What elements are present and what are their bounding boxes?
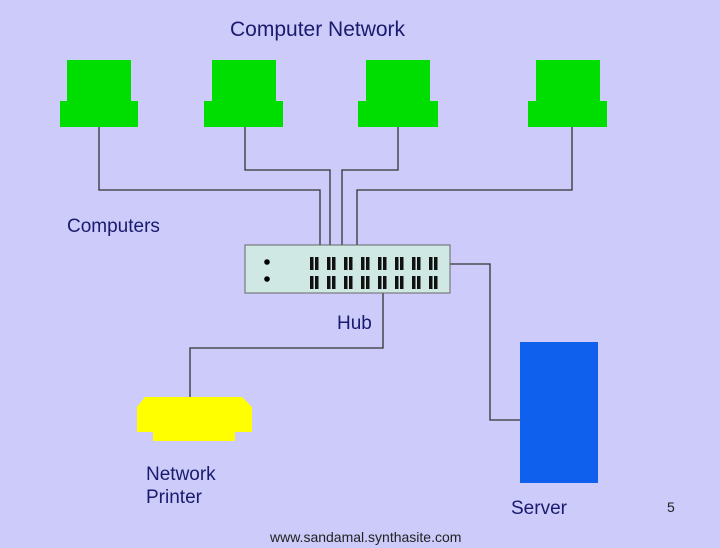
hub-port — [310, 276, 314, 289]
hub-port — [378, 257, 382, 270]
hub-ports — [310, 257, 438, 289]
hub-port — [349, 257, 353, 270]
computer-4 — [528, 60, 607, 127]
hub-port — [434, 257, 438, 270]
hub-port — [361, 276, 365, 289]
hub-port — [412, 257, 416, 270]
hub-port — [327, 276, 331, 289]
hub-port — [378, 276, 382, 289]
hub-led-2 — [264, 276, 270, 282]
hub-port — [395, 276, 399, 289]
printer-label: Network Printer — [146, 463, 216, 509]
hub — [244, 244, 451, 294]
hub-port — [383, 276, 387, 289]
diagram-title: Computer Network — [230, 18, 406, 41]
cable-computer-1 — [98, 127, 321, 260]
hub-port — [344, 276, 348, 289]
hub-port — [429, 276, 433, 289]
server — [520, 342, 598, 483]
cables — [98, 127, 573, 421]
hub-port — [417, 276, 421, 289]
hub-port — [327, 257, 331, 270]
cable-computer-2 — [244, 127, 331, 260]
computer-1 — [60, 60, 138, 127]
hub-port — [395, 257, 399, 270]
page-number: 5 — [667, 499, 675, 515]
hub-port — [366, 257, 370, 270]
hub-port — [349, 276, 353, 289]
cable-server — [450, 263, 520, 421]
hub-port — [400, 257, 404, 270]
hub-port — [383, 257, 387, 270]
printer-label-line-2: Printer — [146, 487, 202, 508]
hub-port — [366, 276, 370, 289]
hub-led-1 — [264, 259, 270, 265]
hub-port — [332, 276, 336, 289]
hub-port — [417, 257, 421, 270]
server-label: Server — [511, 498, 567, 519]
computers-label: Computers — [67, 216, 160, 237]
cable-printer — [189, 293, 384, 400]
network-printer — [137, 397, 252, 441]
hub-port — [412, 276, 416, 289]
computer-2 — [204, 60, 283, 127]
hub-port — [344, 257, 348, 270]
hub-port — [332, 257, 336, 270]
hub-label: Hub — [337, 313, 372, 334]
footer-url: www.sandamal.synthasite.com — [270, 529, 462, 545]
cable-computer-3 — [341, 127, 399, 260]
hub-port — [315, 257, 319, 270]
hub-port — [400, 276, 404, 289]
cable-computer-4 — [356, 127, 573, 260]
computer-3 — [358, 60, 438, 127]
hub-port — [361, 257, 365, 270]
hub-port — [315, 276, 319, 289]
printer-label-line-1: Network — [146, 464, 216, 485]
hub-port — [434, 276, 438, 289]
hub-port — [429, 257, 433, 270]
hub-port — [310, 257, 314, 270]
